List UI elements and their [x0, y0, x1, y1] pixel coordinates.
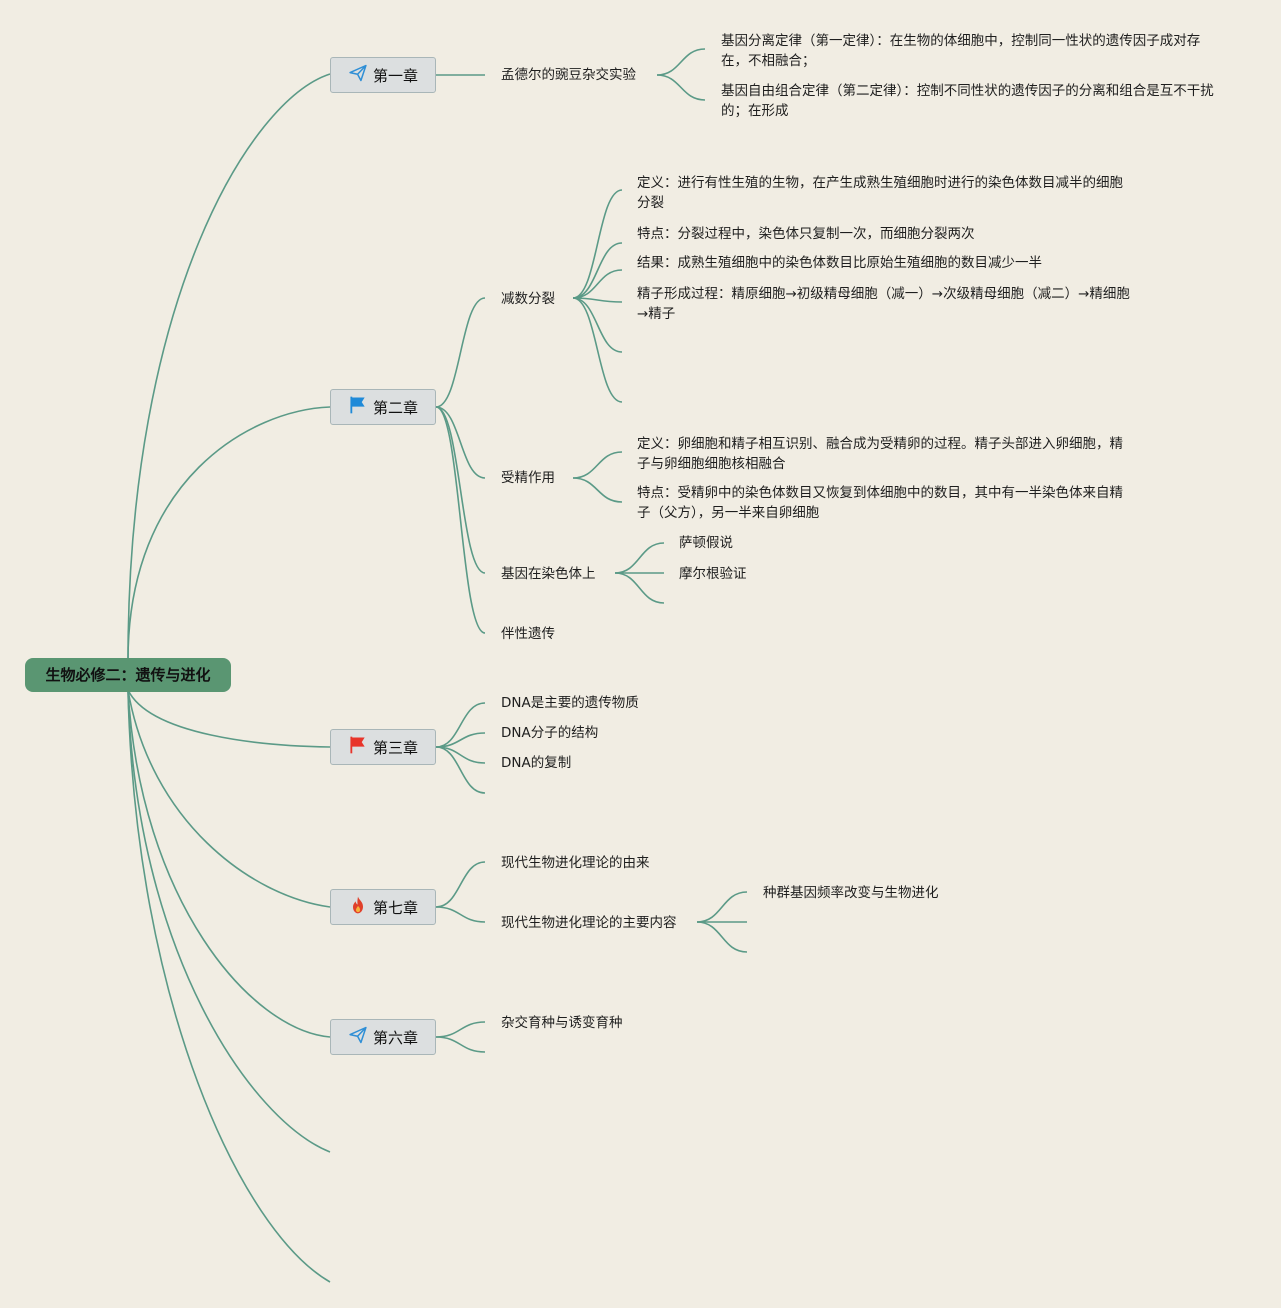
link-root-empty-2: [127, 689, 331, 1283]
link-meiosis-leaf-5: [572, 297, 623, 353]
link-root-ch6: [127, 689, 331, 1038]
topic-evolution-theory-content[interactable]: 现代生物进化理论的主要内容: [501, 915, 677, 931]
link-root-ch7: [127, 689, 331, 908]
link-ch6-t2: [435, 1036, 486, 1053]
chapter-node-1[interactable]: 第一章: [330, 57, 436, 93]
link-ch2-sexlinked: [435, 406, 486, 634]
red-flag-icon: [348, 735, 373, 759]
fire-icon: [348, 895, 373, 919]
leaf-sutton-hypothesis[interactable]: 萨顿假说: [679, 535, 733, 551]
topic-breeding[interactable]: 杂交育种与诱变育种: [501, 1015, 623, 1031]
paper-plane-icon: [348, 63, 373, 87]
topic-meiosis[interactable]: 减数分裂: [501, 291, 555, 307]
leaf-fertilization-definition[interactable]: 定义：卵细胞和精子相互识别、融合成为受精卵的过程。精子头部进入卵细胞，精子与卵细…: [637, 436, 1123, 472]
link-ch2-meiosis: [435, 297, 486, 408]
blue-flag-icon: [348, 395, 373, 419]
link-meiosis-leaf-3: [572, 269, 623, 299]
leaf-meiosis-feature[interactable]: 特点：分裂过程中，染色体只复制一次，而细胞分裂两次: [637, 226, 975, 242]
chapter-node-7[interactable]: 第七章: [330, 889, 436, 925]
chapter-node-6[interactable]: 第六章: [330, 1019, 436, 1055]
paper-plane-icon: [348, 1025, 373, 1049]
link-genes-leaf3: [614, 572, 665, 604]
link-genes-leaf1: [614, 542, 665, 574]
link-root-ch2: [127, 406, 331, 661]
chapter-node-3[interactable]: 第三章: [330, 729, 436, 765]
link-ch3-t1: [435, 702, 486, 748]
topic-sex-linked-inheritance[interactable]: 伴性遗传: [501, 626, 555, 642]
chapter-node-2[interactable]: 第二章: [330, 389, 436, 425]
leaf-segregation-law[interactable]: 基因分离定律（第一定律）：在生物的体细胞中，控制同一性状的遗传因子成对存在，不相…: [721, 33, 1201, 69]
link-ch6-t1: [435, 1021, 486, 1038]
topic-fertilization[interactable]: 受精作用: [501, 470, 555, 486]
link-meiosis-leaf-4: [572, 297, 623, 303]
root-node[interactable]: 生物必修二：遗传与进化: [25, 658, 231, 692]
topic-genes-on-chromosomes[interactable]: 基因在染色体上: [501, 566, 596, 582]
leaf-morgan-verification[interactable]: 摩尔根验证: [679, 566, 747, 582]
link-root-ch3: [127, 689, 331, 748]
link-meiosis-leaf-1: [572, 189, 623, 299]
link-evo-leaf3: [696, 921, 748, 953]
link-root-ch1: [127, 73, 331, 661]
chapter-label: 第一章: [372, 66, 418, 85]
chapter-label: 第七章: [372, 898, 418, 917]
topic-mendel-experiment[interactable]: 孟德尔的豌豆杂交实验: [501, 67, 636, 83]
link-ch3-t4: [435, 746, 486, 794]
leaf-fertilization-feature[interactable]: 特点：受精卵中的染色体数目又恢复到体细胞中的数目，其中有一半染色体来自精子（父方…: [637, 485, 1123, 521]
chapter-label: 第二章: [372, 398, 418, 417]
topic-dna-structure[interactable]: DNA分子的结构: [501, 725, 599, 741]
link-evo-leaf1: [696, 891, 748, 923]
link-mendel-leaf1: [656, 48, 706, 76]
link-meiosis-leaf-6: [572, 297, 623, 403]
link-mendel-leaf2: [656, 74, 706, 101]
leaf-independent-assortment-law[interactable]: 基因自由组合定律（第二定律）：控制不同性状的遗传因子的分离和组合是互不干扰的；在…: [721, 83, 1214, 119]
chapter-label: 第六章: [372, 1028, 418, 1047]
link-ch7-t2: [435, 906, 486, 923]
link-fert-leaf2: [572, 477, 623, 503]
leaf-meiosis-result[interactable]: 结果：成熟生殖细胞中的染色体数目比原始生殖细胞的数目减少一半: [637, 255, 1042, 271]
link-ch2-genes: [435, 406, 486, 574]
leaf-gene-frequency-evolution[interactable]: 种群基因频率改变与生物进化: [763, 885, 939, 901]
link-root-empty-1: [127, 689, 331, 1153]
link-fert-leaf1: [572, 451, 623, 479]
topic-evolution-theory-origin[interactable]: 现代生物进化理论的由来: [501, 855, 650, 871]
chapter-label: 第三章: [372, 738, 418, 757]
topic-dna-replication[interactable]: DNA的复制: [501, 755, 572, 771]
leaf-meiosis-definition[interactable]: 定义：进行有性生殖的生物，在产生成熟生殖细胞时进行的染色体数目减半的细胞分裂: [637, 175, 1123, 211]
link-meiosis-leaf-2: [572, 242, 623, 299]
topic-dna-genetic-material[interactable]: DNA是主要的遗传物质: [501, 695, 639, 711]
link-ch7-t1: [435, 861, 486, 908]
leaf-sperm-formation[interactable]: 精子形成过程：精原细胞→初级精母细胞（减一）→次级精母细胞（减二）→精细胞→精子: [637, 286, 1130, 322]
link-ch2-fertilization: [435, 406, 486, 479]
